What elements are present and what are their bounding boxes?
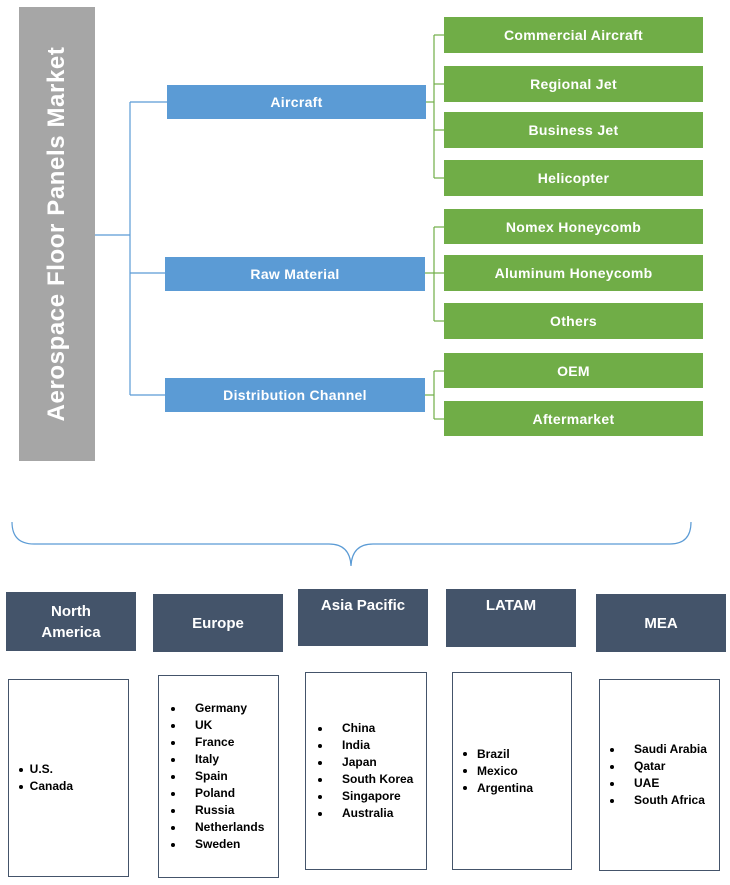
item-oem: OEM [444,353,703,388]
list-item: Spain [171,768,264,785]
list-item: Russia [171,802,264,819]
list-item: UAE [610,775,707,792]
region-name: MEA [644,614,678,632]
countries-asia-pacific: China India Japan South Korea Singapore … [305,672,427,870]
category-label: Raw Material [250,266,340,282]
item-helicopter: Helicopter [444,160,703,196]
item-nomex-honeycomb: Nomex Honeycomb [444,209,703,244]
region-name: North America [41,602,101,641]
item-regional-jet: Regional Jet [444,66,703,102]
item-others: Others [444,303,703,339]
category-distribution-channel: Distribution Channel [165,378,425,412]
list-item: Italy [171,751,264,768]
list-item: Argentina [463,780,533,797]
list-item: China [318,720,413,737]
item-label: Aftermarket [532,410,615,427]
region-latam: LATAM [446,589,576,647]
item-label: Others [550,313,597,329]
list-item: Qatar [610,758,707,775]
category-raw-material: Raw Material [165,257,425,291]
list-item: Netherlands [171,819,264,836]
region-mea: MEA [596,594,726,652]
list-item: South Africa [610,792,707,809]
item-aftermarket: Aftermarket [444,401,703,436]
list-item: South Korea [318,771,413,788]
list-item: Brazil [463,746,533,763]
countries-north-america: U.S. Canada [8,679,129,877]
countries-latam: Brazil Mexico Argentina [452,672,572,870]
item-label: OEM [557,362,590,379]
region-asia-pacific: Asia Pacific [298,589,428,646]
list-item: Poland [171,785,264,802]
list-item: Canada [19,778,73,795]
item-aluminum-honeycomb: Aluminum Honeycomb [444,255,703,291]
list-item: Japan [318,754,413,771]
list-item: Australia [318,805,413,822]
item-business-jet: Business Jet [444,112,703,148]
category-label: Distribution Channel [223,387,367,403]
list-item: Sweden [171,836,264,853]
list-item: France [171,734,264,751]
list-item: UK [171,717,264,734]
region-name: Europe [192,614,244,632]
category-label: Aircraft [270,94,323,110]
item-label: Aluminum Honeycomb [494,265,653,281]
category-aircraft: Aircraft [167,85,426,119]
list-item: Saudi Arabia [610,741,707,758]
region-name: LATAM [485,597,537,614]
item-label: Business Jet [528,122,619,138]
market-title-bar: Aerospace Floor Panels Market [19,7,95,461]
item-commercial-aircraft: Commercial Aircraft [444,17,703,53]
item-label: Commercial Aircraft [503,27,643,43]
region-europe: Europe [153,594,283,652]
list-item: India [318,737,413,754]
region-brace [11,521,692,567]
item-label: Nomex Honeycomb [505,218,642,235]
list-item: Germany [171,700,264,717]
list-item: Singapore [318,788,413,805]
countries-mea: Saudi Arabia Qatar UAE South Africa [599,679,720,871]
region-name: Asia Pacific [320,597,406,614]
item-label: Helicopter [537,170,610,186]
countries-europe: Germany UK France Italy Spain Poland Rus… [158,675,279,878]
list-item: Mexico [463,763,533,780]
item-label: Regional Jet [530,76,617,92]
region-north-america: North America [6,592,136,651]
list-item: U.S. [19,761,73,778]
market-title: Aerospace Floor Panels Market [43,46,70,422]
